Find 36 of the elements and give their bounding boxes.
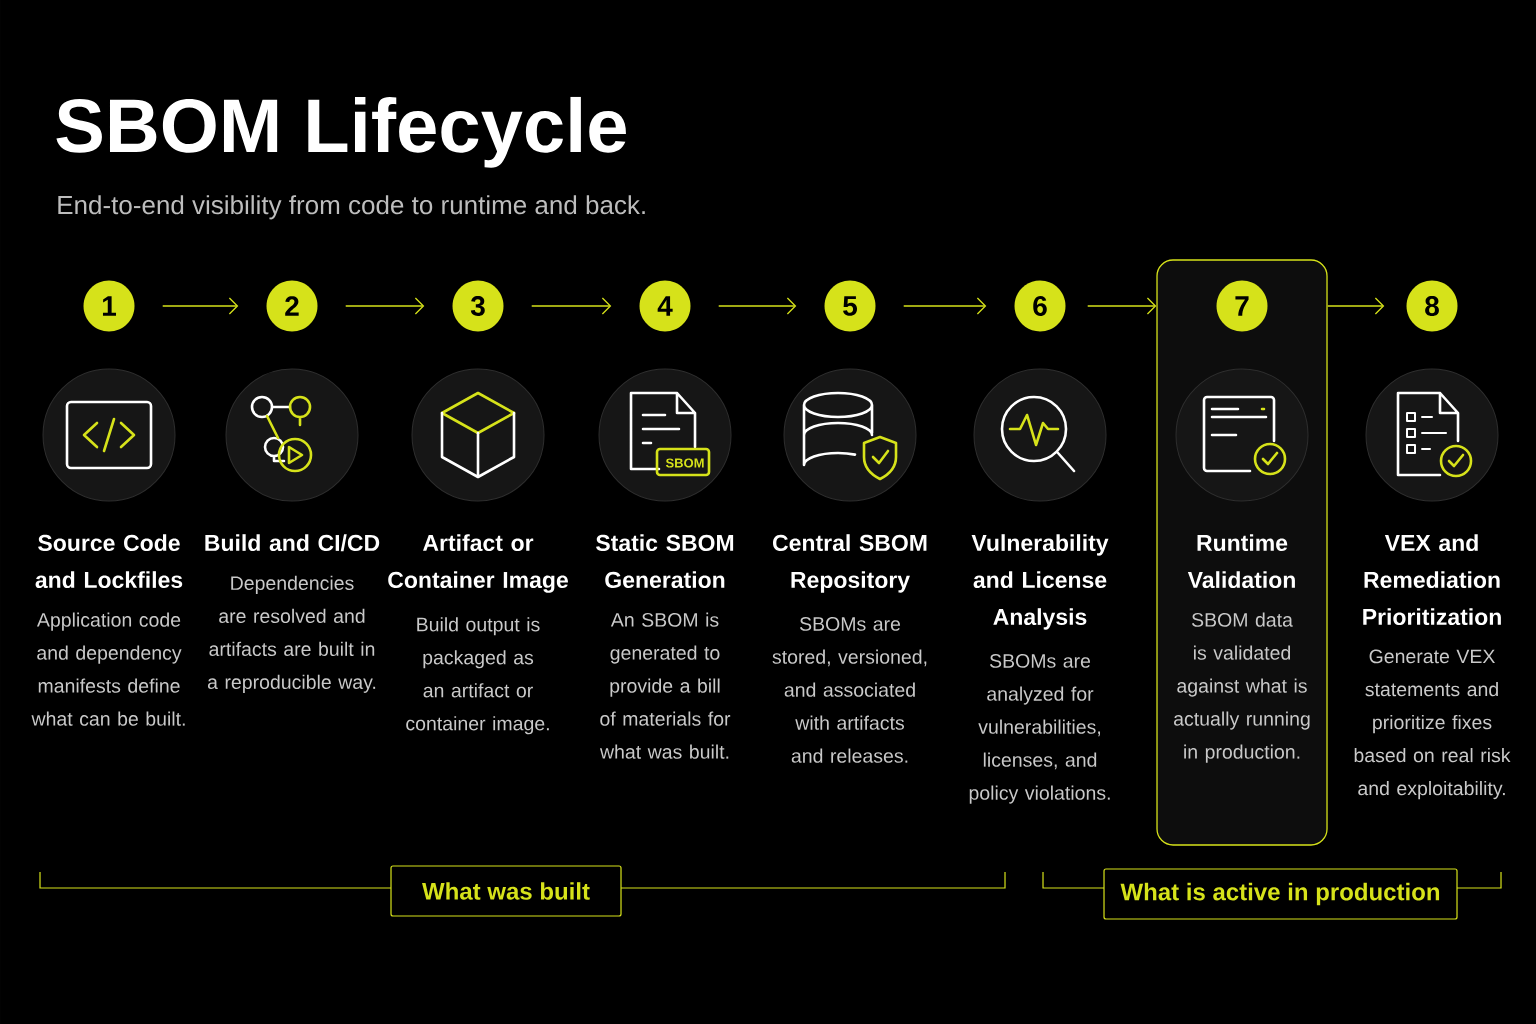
number-badge: 7 — [1216, 280, 1268, 332]
number-badge: 8 — [1406, 280, 1458, 332]
icon-text: SBOM — [665, 458, 704, 468]
number-badge: 5 — [824, 280, 876, 332]
number-badge: 4 — [639, 280, 691, 332]
arrow — [1327, 297, 1385, 315]
arrow — [1087, 297, 1157, 315]
number-badge: 6 — [1014, 280, 1066, 332]
arrow — [903, 297, 987, 315]
step-title: Source Code and Lockfiles — [35, 534, 183, 589]
title: SBOM Lifecycle — [56, 96, 626, 168]
step-description: Application code and dependency manifests define what can be built. — [31, 612, 185, 726]
arrow — [162, 297, 239, 315]
step-title: Vulnerability and License Analysis — [971, 534, 1109, 630]
arrow — [531, 297, 612, 315]
subtitle: End-to-end visibility from code to runtime and back. — [58, 195, 645, 220]
step-title: VEX and Remediation Prioritization — [1363, 534, 1501, 626]
step-title: Build and CI/CD — [205, 534, 380, 552]
step-title: Runtime Validation — [1187, 534, 1295, 589]
number-badge: 3 — [452, 280, 504, 332]
arrow — [718, 297, 797, 315]
step-description: SBOM data is validated against what is actually running in production. — [1174, 612, 1310, 763]
number-badge: 2 — [266, 280, 318, 332]
step-description: An SBOM is generated to provide a bill of materials for what was built. — [599, 612, 731, 759]
step-description: Build output is packaged as an artifact or container image. — [406, 617, 549, 735]
step-description: SBOMs are stored, versioned, and associated with artifacts and releases. — [772, 617, 927, 763]
group-label: What is active in production — [1103, 868, 1458, 920]
step-description: SBOMs are analyzed for vulnerabilities, licenses, and policy violations. — [969, 654, 1110, 804]
step-title: Artifact or Container Image — [388, 534, 568, 593]
step-description: Dependencies are resolved and artifacts are built in a reproducible way. — [207, 575, 376, 693]
step-description: Generate VEX statements and prioritize fixes based on real risk and exploitability. — [1354, 649, 1511, 800]
arrow — [345, 297, 425, 315]
number-badge: 1 — [83, 280, 135, 332]
step-title: Central SBOM Repository — [773, 534, 927, 593]
step-title: Static SBOM Generation — [596, 534, 734, 589]
group-label: What was built — [390, 865, 622, 917]
